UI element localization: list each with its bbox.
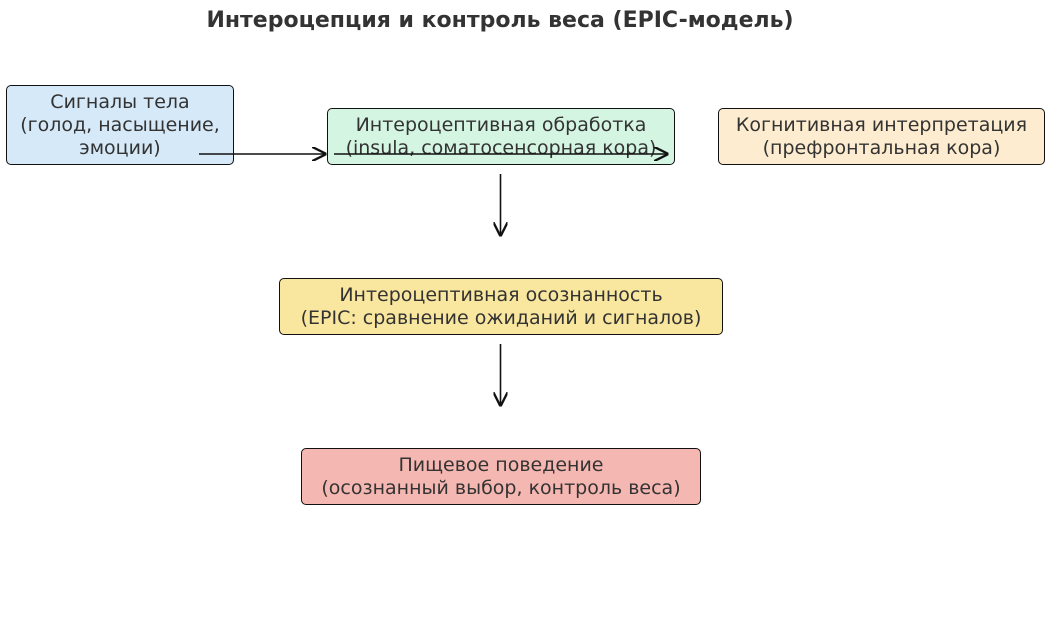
node-body-signals-line-3: эмоции): [79, 136, 161, 159]
node-cognitive-interpretation: Когнитивная интерпретация (префронтальна…: [718, 108, 1045, 165]
node-cognitive-interpretation-line-2: (префронтальная кора): [762, 136, 1001, 159]
node-interoceptive-processing-line-2: (insula, соматосенсорная кора): [345, 136, 657, 159]
diagram-title: Интероцепция и контроль веса (EPIC-модел…: [206, 8, 794, 33]
node-interoceptive-awareness-line-1: Интероцептивная осознанность: [339, 283, 663, 306]
node-body-signals-line-2: (голод, насыщение,: [20, 113, 220, 136]
node-interoceptive-processing-line-1: Интероцептивная обработка: [355, 113, 647, 136]
node-body-signals-line-1: Сигналы тела: [50, 90, 190, 113]
node-interoceptive-awareness: Интероцептивная осознанность (EPIC: срав…: [279, 278, 723, 335]
node-eating-behavior-line-1: Пищевое поведение: [398, 453, 604, 476]
node-eating-behavior: Пищевое поведение (осознанный выбор, кон…: [301, 448, 701, 505]
node-interoceptive-awareness-line-2: (EPIC: сравнение ожиданий и сигналов): [300, 306, 702, 329]
node-interoceptive-processing: Интероцептивная обработка (insula, сомат…: [327, 108, 675, 165]
node-eating-behavior-line-2: (осознанный выбор, контроль веса): [321, 476, 681, 499]
node-body-signals: Сигналы тела (голод, насыщение, эмоции): [6, 85, 234, 165]
node-cognitive-interpretation-line-1: Когнитивная интерпретация: [735, 113, 1028, 136]
